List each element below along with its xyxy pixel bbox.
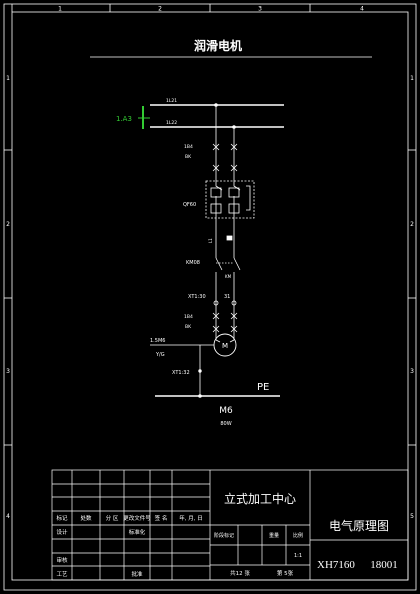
zone-top-4: 4 — [360, 6, 364, 13]
tb-sheet-total: 共12 张 — [230, 569, 250, 577]
pe-wire-code: Y/G — [155, 352, 165, 358]
motor-label: M — [222, 342, 228, 350]
tb-drawing-code: XH7160 — [317, 559, 355, 571]
lower-wire-gauge: 1B4 — [184, 314, 193, 320]
motor-power: 80W — [220, 421, 231, 427]
tb-header-date: 年, 月, 日 — [179, 514, 203, 522]
zone-numbers: 1 2 3 4 1 2 3 4 1 2 3 5 — [6, 6, 414, 521]
motor-tag: M6 — [219, 406, 233, 416]
tb-scale: 1:1 — [294, 553, 302, 559]
tb-header-change-doc: 更改文件号 — [123, 514, 151, 522]
tb-header-signature: 签 名 — [155, 514, 168, 522]
breaker-label: QF60 — [183, 202, 196, 208]
zone-left-3: 3 — [6, 368, 10, 375]
pe-wire-gauge: 1.5M6 — [150, 338, 165, 344]
zone-top-1: 1 — [58, 6, 62, 13]
tb-stage-mark: 阶段标记 — [214, 532, 234, 539]
upper-wire-gauge: 1B4 — [184, 144, 193, 150]
tb-review: 审核 — [56, 556, 68, 564]
tb-sheet-current: 第 5张 — [277, 569, 294, 577]
bus-label-l22: 1L22 — [166, 120, 177, 126]
terminal-label-xt1-30: XT1:30 — [188, 294, 206, 300]
circuit-title: 润滑电机 — [194, 38, 242, 53]
zone-right-2: 2 — [410, 221, 414, 228]
contactor-symbol — [215, 250, 241, 290]
zone-left-1: 1 — [6, 75, 10, 82]
bus-label-l21: 1L21 — [166, 98, 177, 104]
zone-right-3: 3 — [410, 368, 414, 375]
zone-left-2: 2 — [6, 221, 10, 228]
lower-wire-code: BK — [185, 324, 192, 330]
tb-standardization: 标准化 — [129, 528, 146, 536]
zone-right-4: 5 — [410, 513, 414, 520]
tb-ratio: 比例 — [293, 532, 303, 539]
circuit-breaker-symbol — [205, 180, 255, 219]
title-block-text: 标记 处数 分 区 更改文件号 签 名 年, 月, 日 设计 标准化 审核 工艺… — [56, 514, 303, 578]
tb-project-name: 立式加工中心 — [224, 491, 296, 506]
contactor-label: KM08 — [186, 260, 200, 266]
tb-header-count: 处数 — [80, 514, 92, 522]
pe-bus-label: PE — [257, 382, 269, 393]
terminal-strip-marks — [212, 290, 238, 343]
tb-approval: 批准 — [131, 570, 143, 578]
tb-drawing-name: 电气原理图 — [329, 518, 389, 533]
upper-wire-code: BK — [185, 154, 192, 160]
zone-right-1: 1 — [410, 75, 414, 82]
tb-header-zone: 分 区 — [106, 514, 119, 522]
tb-weight: 重量 — [269, 532, 279, 539]
tb-design: 设计 — [56, 528, 68, 536]
tb-header-mark: 标记 — [56, 514, 68, 522]
zone-left-4: 4 — [6, 513, 10, 520]
tb-process: 工艺 — [56, 571, 68, 578]
breaker-terminal-l1: L1 — [208, 238, 213, 243]
phase-conductors — [212, 103, 238, 180]
zone-top-2: 2 — [158, 6, 162, 13]
tb-drawing-number: 18001 — [370, 559, 398, 571]
terminal-label-31: 31 — [224, 294, 230, 300]
pe-terminal-label: XT1:32 — [172, 370, 190, 376]
zone-top-3: 3 — [258, 6, 262, 13]
busbar-ref-label: 1.A3 — [116, 115, 132, 123]
title-block — [51, 469, 409, 581]
breaker-terminals — [215, 218, 235, 250]
contactor-tag: KM — [225, 274, 232, 279]
